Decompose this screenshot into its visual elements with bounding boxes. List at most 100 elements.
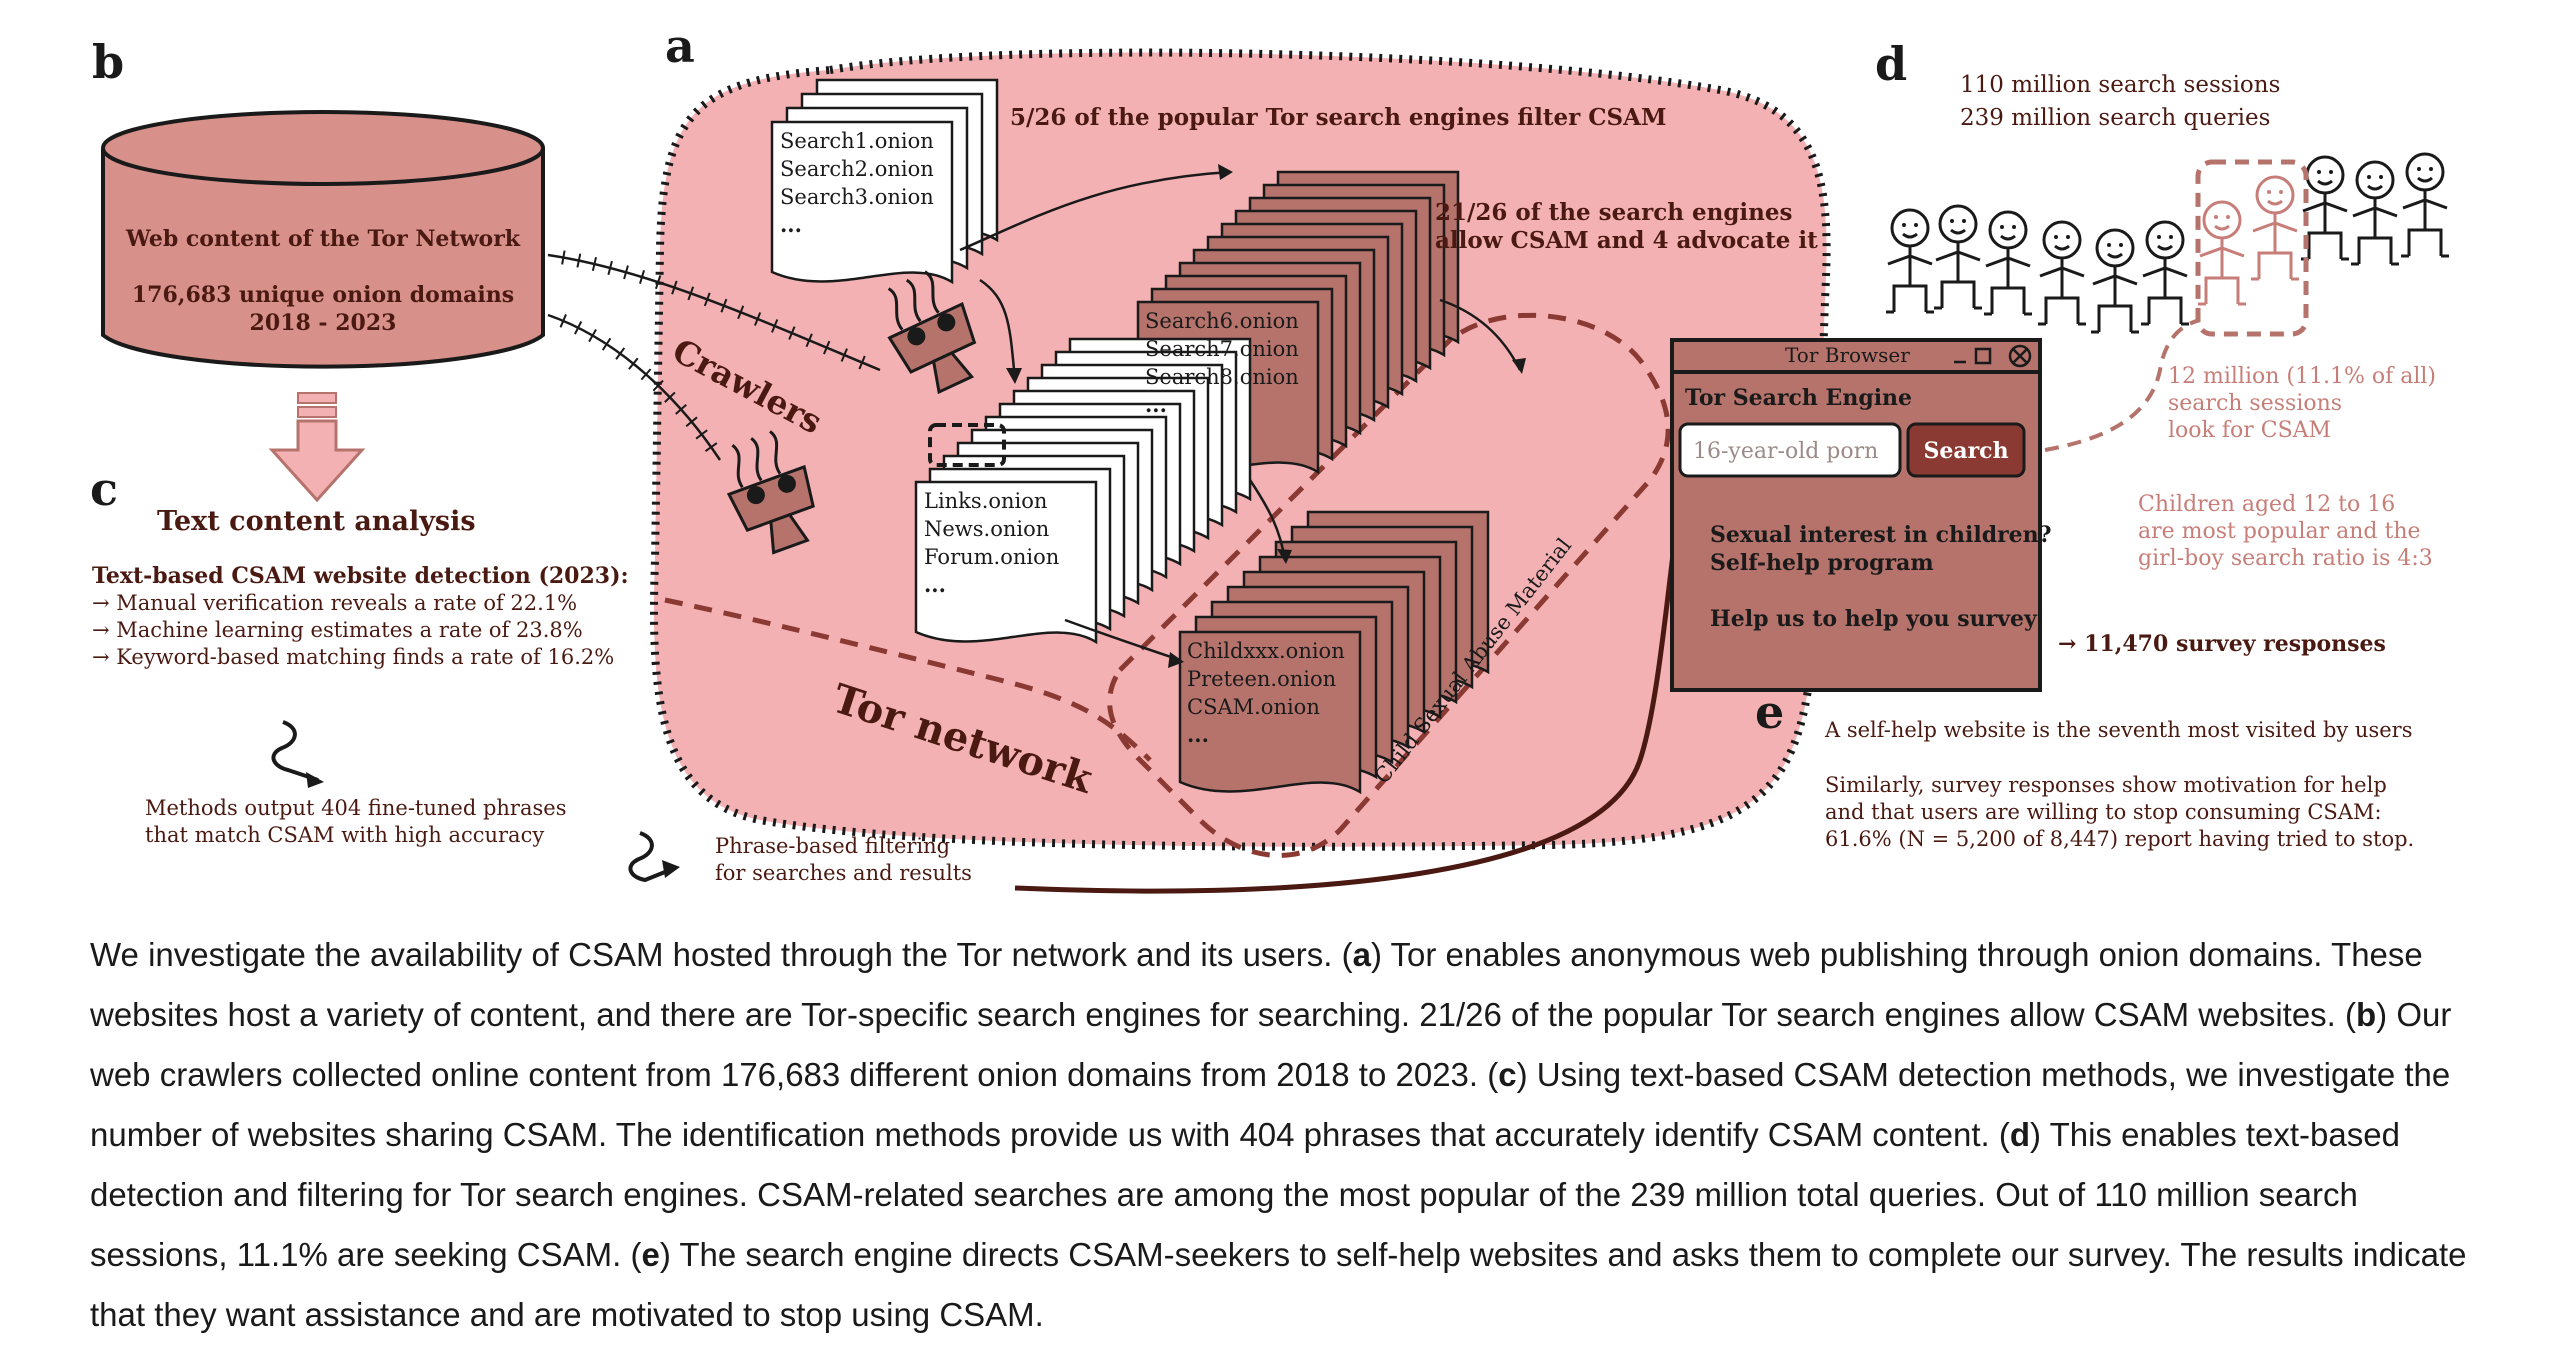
- csam-sites-stack: [1178, 510, 1490, 795]
- e-line4: 61.6% (N = 5,200 of 8,447) report having…: [1825, 827, 2414, 851]
- crawler-track-ticks: [559, 250, 866, 453]
- tor-network-boundary: [664, 597, 1152, 762]
- panel-letter-d: d: [1875, 37, 1907, 91]
- survey-responses: → 11,470 survey responses: [2058, 631, 2386, 657]
- db-line2: 176,683 unique onion domains: [132, 282, 514, 308]
- caption-text: We investigate the availability of CSAM …: [90, 936, 1353, 973]
- svg-text:Childxxx.onion: Childxxx.onion: [1187, 639, 1345, 663]
- diagram-canvas: Search1.onion Search2.onion Search3.onio…: [90, 19, 2449, 894]
- svg-text:Forum.onion: Forum.onion: [924, 545, 1059, 569]
- squiggle-arrow-icon: [271, 720, 319, 782]
- filter-note: 5/26 of the popular Tor search engines f…: [1010, 104, 1666, 131]
- browser-title: Tor Browser: [1785, 343, 1910, 367]
- close-icon[interactable]: [2008, 344, 2032, 368]
- svg-text:Search2.onion: Search2.onion: [780, 157, 934, 181]
- detection-title: Text-based CSAM website detection (2023)…: [92, 563, 629, 589]
- user-figure-icon: [2091, 228, 2139, 334]
- users-crowd-icon: [1886, 152, 2449, 334]
- crawler-robot-icon: [726, 430, 815, 555]
- analysis-heading: Text content analysis: [157, 506, 476, 537]
- children-line2: are most popular and the: [2138, 519, 2421, 544]
- caption-letter: d: [2009, 1116, 2031, 1153]
- caption-letter: e: [641, 1236, 660, 1273]
- svg-text:Links.onion: Links.onion: [924, 489, 1047, 513]
- sessions-count: 110 million search sessions: [1960, 72, 2280, 98]
- caption-text: ) This enables text-based detection and …: [90, 1116, 2400, 1273]
- panel-letter-a: a: [665, 19, 695, 73]
- dashed-connector: [2044, 318, 2201, 452]
- document-page: [770, 120, 954, 285]
- csam-seekers-highlight: [2195, 159, 2309, 337]
- svg-text:News.onion: News.onion: [924, 517, 1049, 541]
- arrowheads: [1006, 164, 1526, 668]
- svg-text:CSAM.onion: CSAM.onion: [1187, 695, 1320, 719]
- figure-caption: We investigate the availability of CSAM …: [90, 925, 2490, 1345]
- svg-text:Search7.onion: Search7.onion: [1145, 337, 1299, 361]
- search-button[interactable]: [1906, 422, 2026, 478]
- search-button-label: Search: [1923, 438, 2008, 464]
- e-line3: and that users are willing to stop consu…: [1825, 800, 2382, 824]
- dashed-link-box: [928, 423, 1006, 467]
- links-stack-labels: Links.onion News.onion Forum.onion ...: [924, 489, 1059, 597]
- help-line1: Sexual interest in children?: [1710, 522, 2052, 548]
- caption-text: ) The search engine directs CSAM-seekers…: [90, 1236, 2467, 1333]
- squiggle-arrow-icon: [628, 831, 671, 883]
- panel-letter-e: e: [1755, 685, 1784, 739]
- engine-title: Tor Search Engine: [1685, 385, 1912, 411]
- children-line3: girl-boy search ratio is 4:3: [2138, 546, 2433, 571]
- window-controls[interactable]: [1954, 344, 2032, 368]
- svg-text:...: ...: [924, 572, 946, 597]
- panel-letter-c: c: [90, 462, 118, 516]
- svg-text:...: ...: [1187, 722, 1209, 747]
- user-figure-icon: [1984, 210, 2032, 316]
- e-line2: Similarly, survey responses show motivat…: [1825, 773, 2387, 797]
- document-page: [1178, 630, 1362, 795]
- svg-text:...: ...: [1145, 392, 1167, 417]
- csam-band-region: [1107, 312, 1671, 858]
- phrase-line2: for searches and results: [715, 861, 972, 885]
- phrase-line1: Phrase-based filtering: [715, 834, 950, 858]
- search-query: 16-year-old porn: [1693, 439, 1878, 464]
- tor-browser-window: [1670, 338, 2042, 692]
- user-figure-icon: [2198, 200, 2246, 306]
- caption-text: ) Using text-based CSAM detection method…: [90, 1056, 2451, 1153]
- crawler-robot-icon: [887, 270, 977, 395]
- database-cylinder-icon: [101, 110, 545, 369]
- caption-letter: c: [1498, 1056, 1517, 1093]
- db-line3: 2018 - 2023: [250, 310, 397, 336]
- user-figure-icon: [2351, 160, 2399, 266]
- db-line1: Web content of the Tor Network: [125, 226, 521, 252]
- filtering-arrow: [1014, 504, 1683, 894]
- user-figure-icon: [2301, 155, 2349, 261]
- methods-line2: that match CSAM with high accuracy: [145, 823, 544, 847]
- squiggle-arrowhead: [306, 772, 324, 788]
- help-line2: Self-help program: [1710, 550, 1934, 576]
- survey-link[interactable]: Help us to help you survey: [1710, 606, 2038, 632]
- user-figure-icon: [2251, 175, 2299, 281]
- svg-text:Preteen.onion: Preteen.onion: [1187, 667, 1336, 691]
- caption-text: ) Tor enables anonymous web publishing t…: [90, 936, 2423, 1033]
- svg-text:Search8.onion: Search8.onion: [1145, 365, 1299, 389]
- csam-stack-labels: Childxxx.onion Preteen.onion CSAM.onion …: [1187, 639, 1345, 747]
- user-figure-icon: [2038, 220, 2086, 326]
- queries-count: 239 million search queries: [1960, 105, 2270, 131]
- document-page: [914, 480, 1098, 645]
- squiggle-arrowhead: [662, 860, 680, 878]
- svg-text:...: ...: [780, 212, 802, 237]
- user-figure-icon: [2401, 152, 2449, 258]
- search-input[interactable]: [1678, 422, 1902, 478]
- down-arrow-icon: [268, 392, 366, 503]
- methods-line1: Methods output 404 fine-tuned phrases: [145, 796, 566, 820]
- detection-item: → Machine learning estimates a rate of 2…: [92, 618, 583, 642]
- filter-engines-stack: [770, 78, 999, 285]
- svg-text:Search3.onion: Search3.onion: [780, 185, 934, 209]
- detection-item: → Manual verification reveals a rate of …: [92, 591, 577, 615]
- allow-note-line2: allow CSAM and 4 advocate it: [1435, 227, 1818, 254]
- user-figure-icon: [2141, 220, 2189, 326]
- detection-item: → Keyword-based matching finds a rate of…: [92, 645, 614, 669]
- svg-text:Search6.onion: Search6.onion: [1145, 309, 1299, 333]
- panel-letter-b: b: [92, 35, 124, 89]
- caption-text: ) Our web crawlers collected online cont…: [90, 996, 2452, 1093]
- csam-sessions-line1: 12 million (11.1% of all): [2168, 364, 2436, 389]
